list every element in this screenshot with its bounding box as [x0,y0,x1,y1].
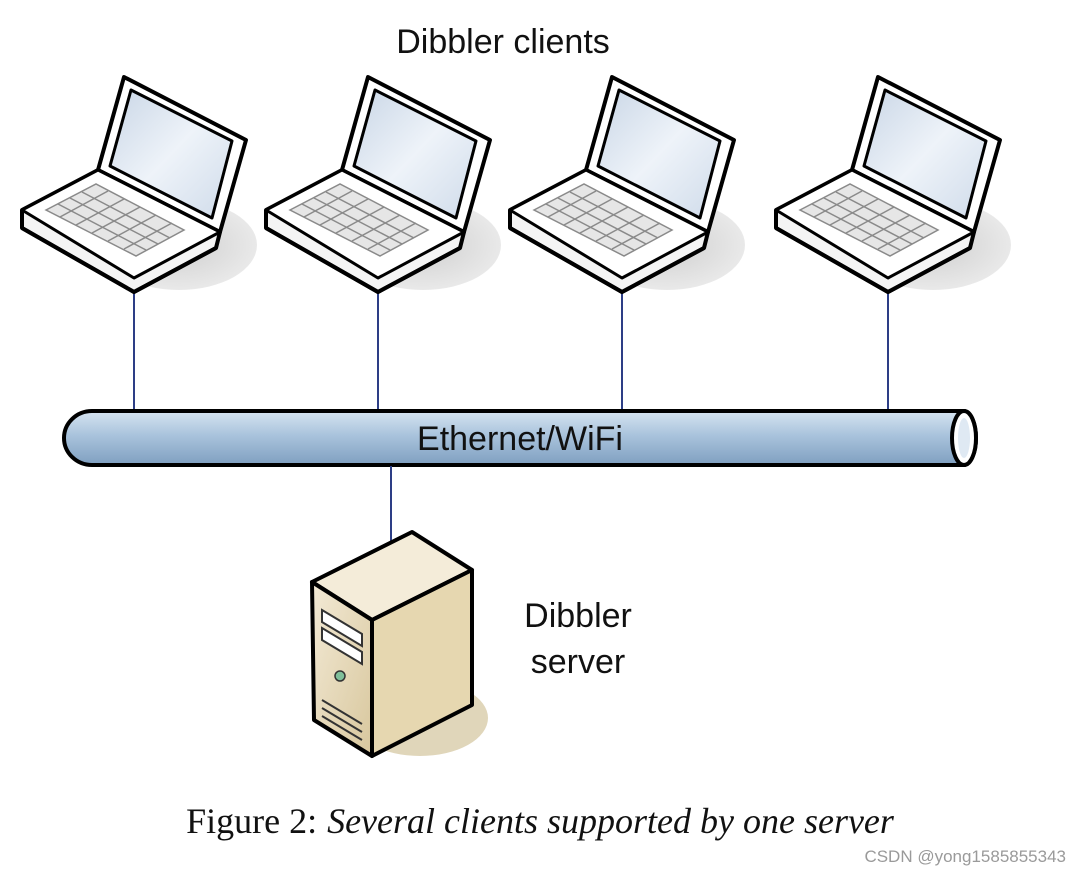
laptop-icon [20,75,259,294]
laptop-icon [264,75,503,294]
caption-text: Several clients supported by one server [327,801,894,841]
watermark: CSDN @yong1585855343 [864,847,1066,866]
client-links [133,290,889,412]
figure-caption: Figure 2:Several clients supported by on… [0,800,1080,842]
caption-label: Figure 2: [186,801,318,841]
network-cable-icon [62,409,978,467]
clients-label: Dibbler clients [396,23,610,61]
server-label-line2: server [531,643,625,681]
server-label-line1: Dibbler [524,597,632,635]
laptop-icon [508,75,747,294]
laptop-icon [774,75,1013,294]
network-label: Ethernet/WiFi [417,420,623,458]
server-tower-icon [310,530,488,758]
